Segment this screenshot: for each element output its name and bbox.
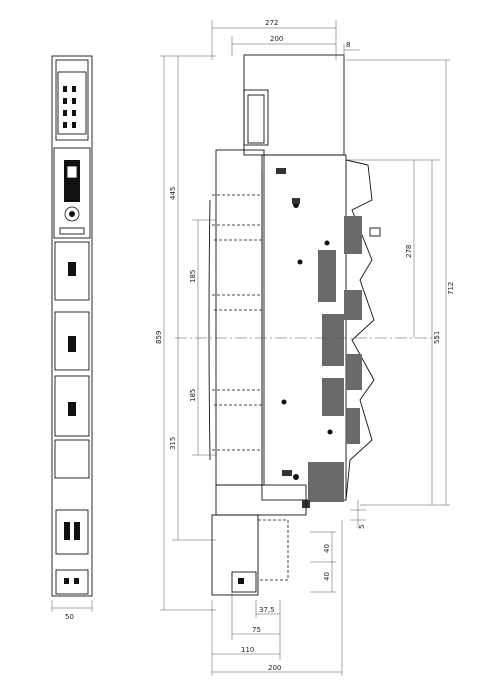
dim-lines-top — [211, 20, 360, 60]
dim-right-small: 5 — [358, 525, 366, 529]
side-view — [175, 54, 440, 596]
dim-top-offset: 8 — [346, 41, 350, 49]
dim-lines-left — [160, 55, 216, 611]
dim-upper-height: 445 — [169, 187, 177, 200]
dim-terminal-b: 40 — [323, 572, 331, 581]
dim-bottom-75: 75 — [252, 626, 261, 634]
dim-bottom-200: 200 — [268, 664, 281, 672]
dim-lines-right — [310, 59, 450, 593]
dim-overall-height: 859 — [155, 331, 163, 344]
dim-spacing-lower: 185 — [189, 389, 197, 402]
dim-lines-bottom — [211, 520, 343, 676]
dim-right-total: 712 — [447, 282, 455, 295]
dim-front-width: 50 — [65, 613, 74, 621]
front-view — [51, 55, 93, 612]
dim-bottom-110: 110 — [241, 646, 254, 654]
dim-terminal-a: 40 — [323, 544, 331, 553]
dim-top-total: 272 — [265, 19, 278, 27]
dim-right-upper: 278 — [405, 245, 413, 258]
dim-bottom-37-5: 37,5 — [259, 606, 275, 614]
dim-spacing-upper: 185 — [189, 270, 197, 283]
dim-lower-height: 315 — [169, 437, 177, 450]
dim-right-mid: 551 — [433, 331, 441, 344]
dim-top-body: 200 — [270, 35, 283, 43]
